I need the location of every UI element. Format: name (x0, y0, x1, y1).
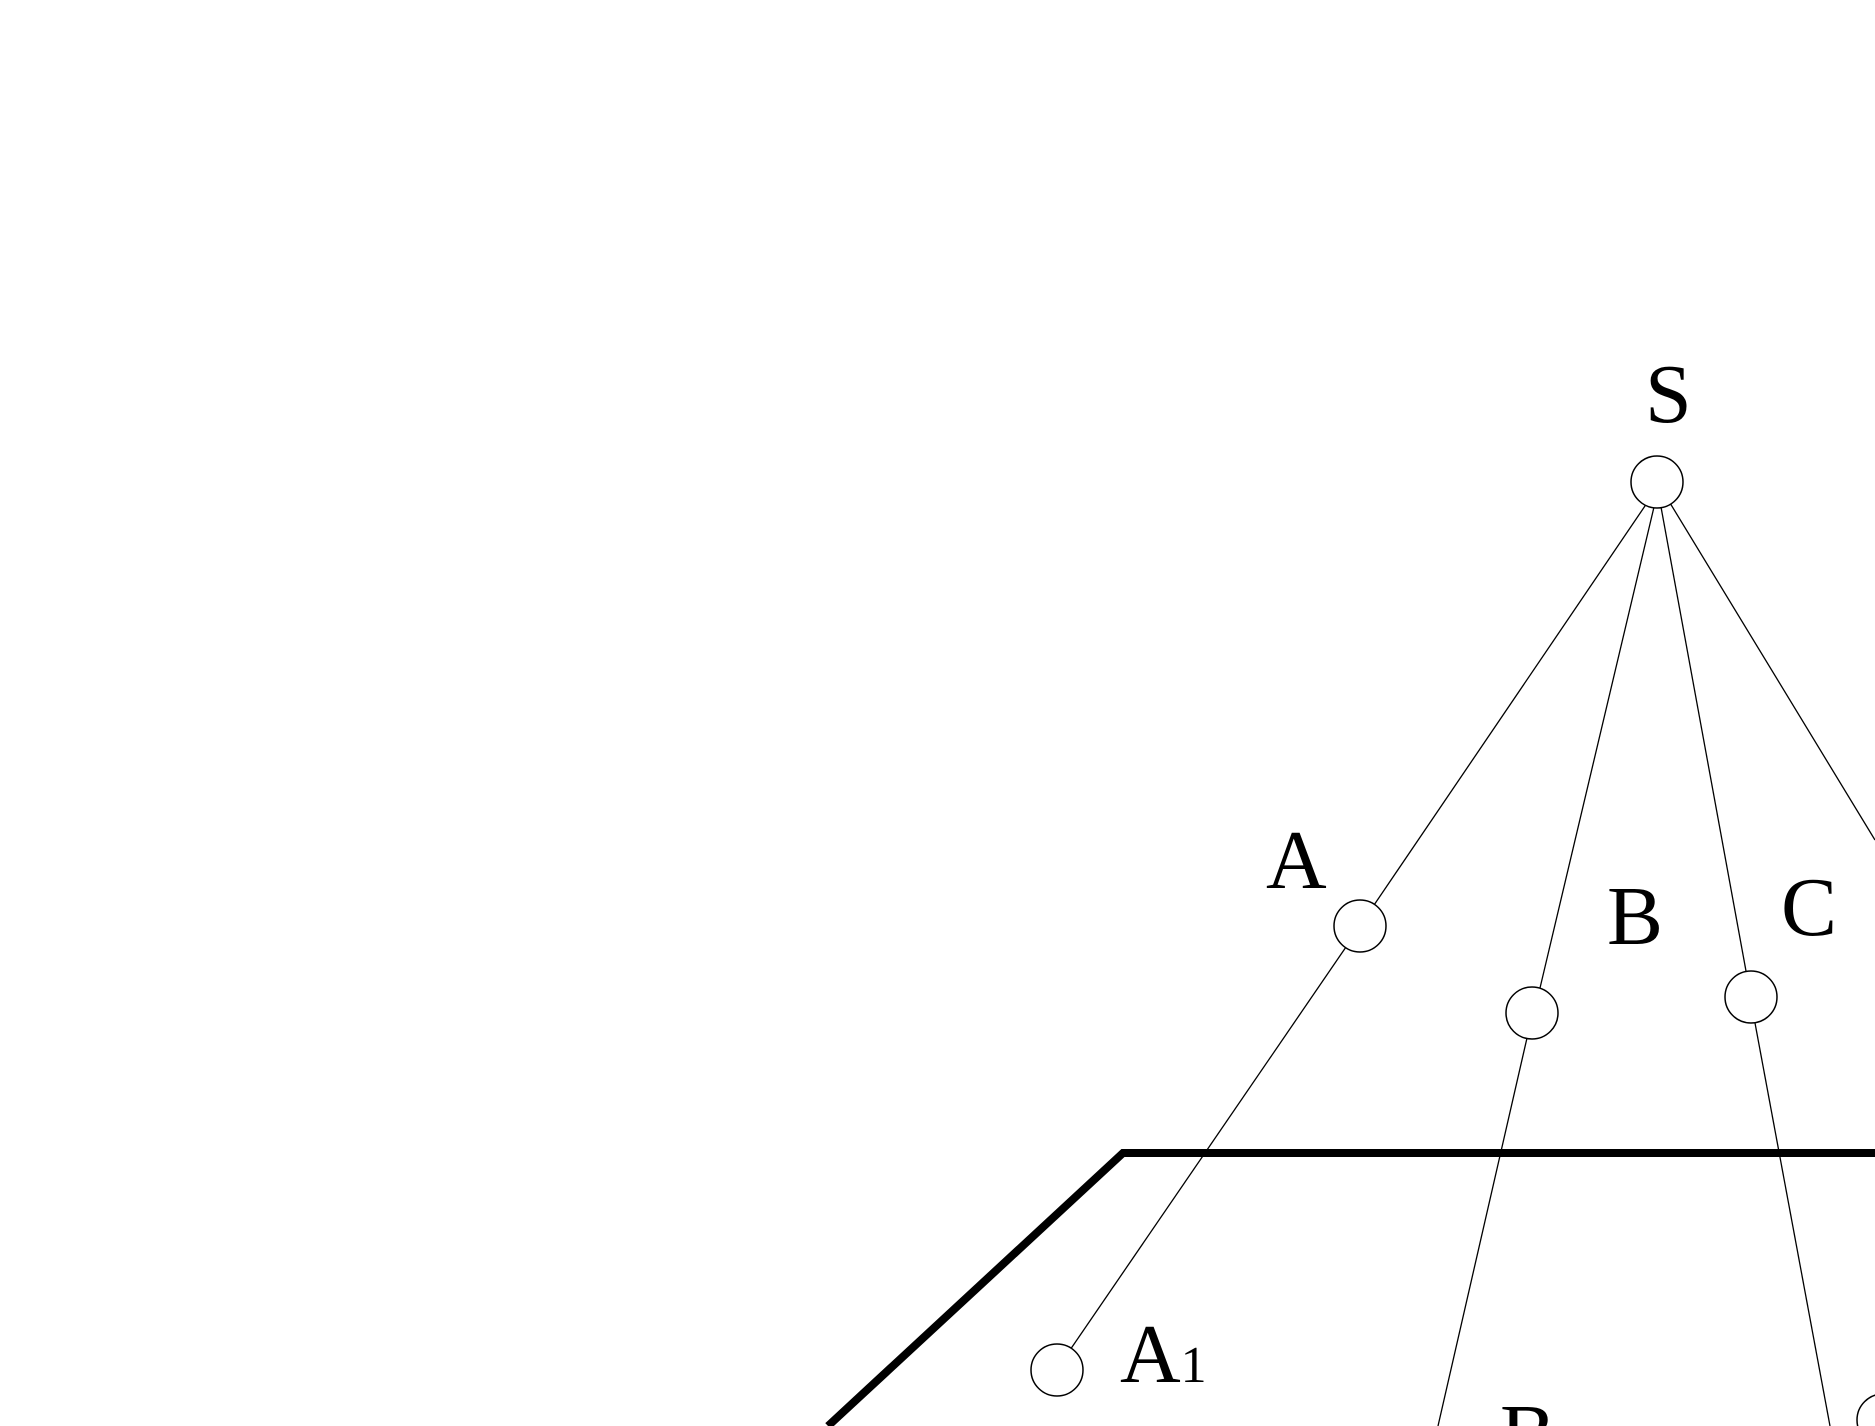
ray-c-c1 (1754, 1022, 1831, 1426)
label-a1: A1 (1120, 1308, 1207, 1401)
ray-a-a1 (1069, 946, 1347, 1351)
ray-s-c (1660, 506, 1747, 972)
point-c (1724, 970, 1778, 1024)
label-c: C (1781, 861, 1837, 954)
point-a1 (1030, 1343, 1084, 1397)
label-s: S (1645, 348, 1692, 441)
projection-plane (825, 1149, 1875, 1426)
label-a: A (1266, 814, 1327, 907)
point-b (1505, 986, 1559, 1040)
ray-s-d (1669, 502, 1875, 841)
point-s (1630, 455, 1684, 509)
ray-s-b (1539, 506, 1655, 989)
label-b1-partial: B (1500, 1388, 1556, 1426)
ray-b-b1 (1437, 1037, 1528, 1426)
point-a (1333, 899, 1387, 953)
point-c1-partial (1856, 1394, 1875, 1426)
label-b: B (1607, 870, 1663, 963)
ray-s-a (1371, 502, 1648, 909)
